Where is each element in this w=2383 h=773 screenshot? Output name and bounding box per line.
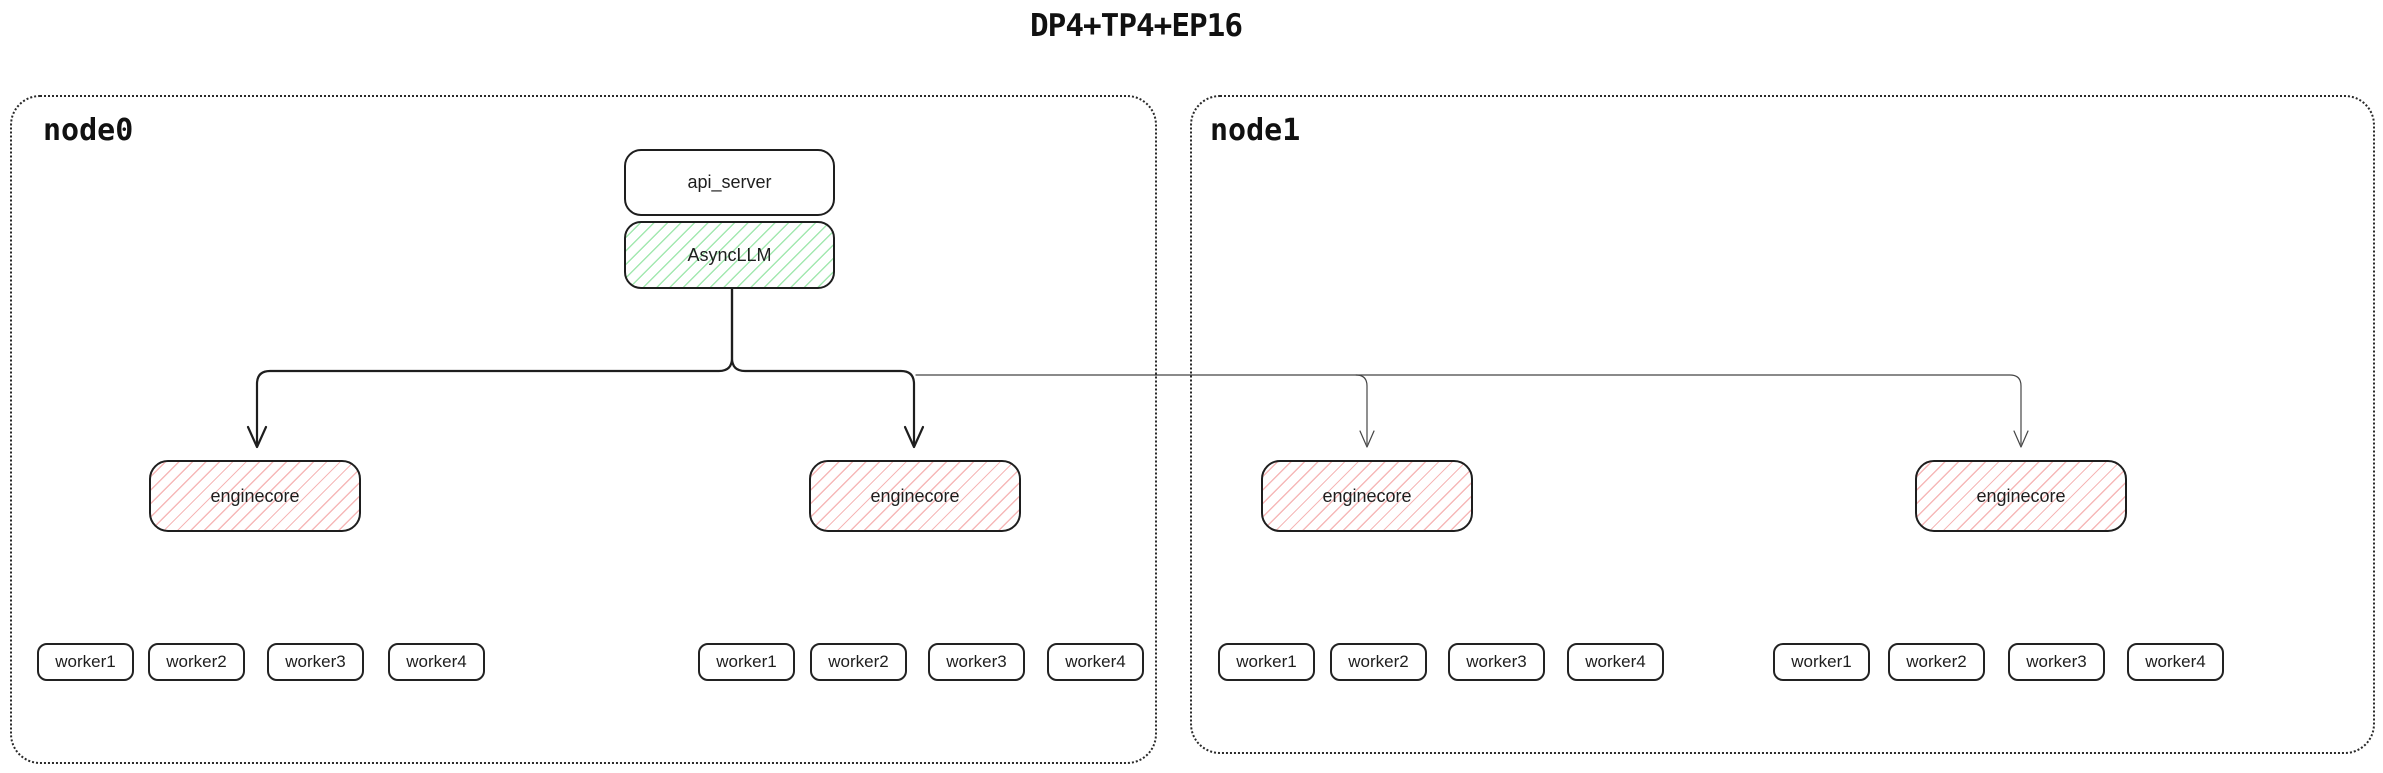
worker-box: worker3	[928, 643, 1025, 681]
worker-box: worker2	[148, 643, 245, 681]
node1-label: node1	[1210, 113, 1301, 148]
api-server-box: api_server	[624, 149, 835, 216]
enginecore-box-3: enginecore	[1261, 460, 1473, 532]
worker-box: worker4	[2127, 643, 2224, 681]
worker-box: worker1	[698, 643, 795, 681]
asyncllm-box: AsyncLLM	[624, 221, 835, 289]
worker-box: worker4	[1567, 643, 1664, 681]
worker-box: worker2	[1330, 643, 1427, 681]
worker-box: worker2	[1888, 643, 1985, 681]
enginecore-box-4: enginecore	[1915, 460, 2127, 532]
worker-box: worker3	[267, 643, 364, 681]
worker-box: worker4	[1047, 643, 1144, 681]
enginecore-box-1: enginecore	[149, 460, 361, 532]
worker-box: worker1	[37, 643, 134, 681]
worker-box: worker3	[2008, 643, 2105, 681]
worker-box: worker1	[1218, 643, 1315, 681]
worker-box: worker3	[1448, 643, 1545, 681]
enginecore-box-2: enginecore	[809, 460, 1021, 532]
node0-label: node0	[43, 113, 134, 148]
worker-box: worker1	[1773, 643, 1870, 681]
diagram-title: DP4+TP4+EP16	[1030, 8, 1243, 44]
worker-box: worker4	[388, 643, 485, 681]
worker-box: worker2	[810, 643, 907, 681]
